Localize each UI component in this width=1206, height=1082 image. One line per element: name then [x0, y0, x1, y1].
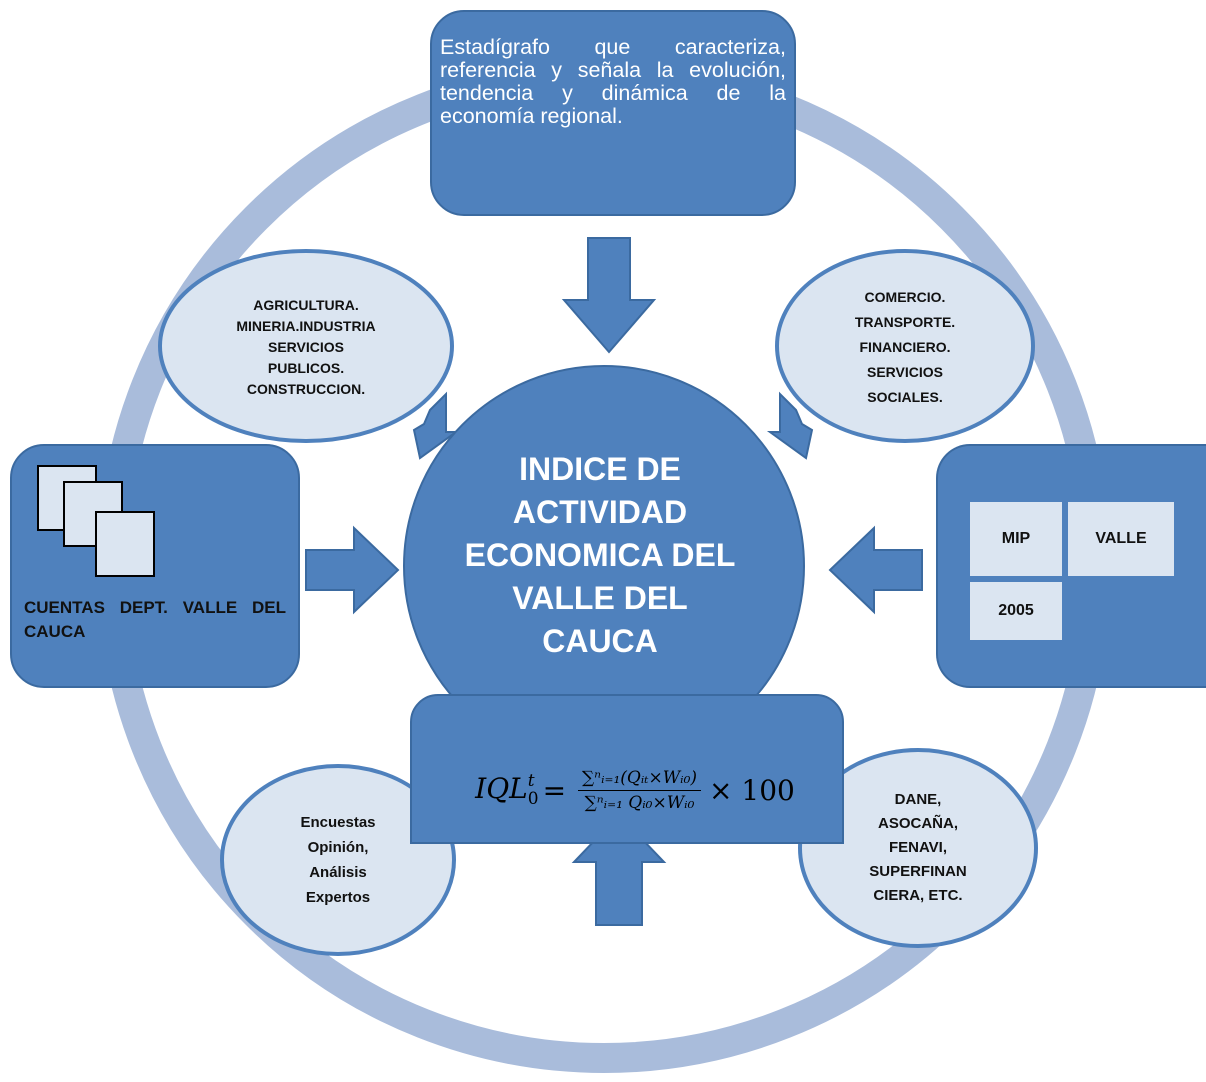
sectors-right-ellipse	[775, 249, 1035, 443]
sectors-right-text: COMERCIO. TRANSPORTE. FINANCIERO. SERVIC…	[854, 288, 956, 405]
arrow-left-icon	[828, 525, 923, 615]
formula-lhs-sup: t	[527, 771, 535, 792]
formula-numerator: ∑ⁿᵢ₌₁(Qᵢₜ×Wᵢ₀)	[578, 768, 702, 791]
formula-lhs-symbol: IQL	[475, 771, 528, 805]
formula-box	[410, 694, 844, 844]
formula-lhs-sub: 0	[527, 789, 539, 810]
description-text: Estadígrafo que caracteriza, referencia …	[440, 35, 786, 128]
accounts-label-text: CUENTAS DEPT. VALLE DEL CAUCA	[24, 598, 286, 641]
arrow-down-left-icon	[766, 391, 814, 460]
documents-icon	[37, 465, 155, 577]
sources-right-text: DANE, ASOCAÑA, FENAVI, SUPERFINAN CIERA,…	[869, 791, 967, 904]
accounts-label-suffix: .	[85, 622, 91, 641]
arrow-down-icon	[561, 237, 657, 354]
arrow-down-right-icon	[412, 391, 460, 460]
accounts-label: CUENTAS DEPT. VALLE DEL CAUCA.	[24, 596, 286, 644]
formula-fraction: ∑ⁿᵢ₌₁(Qᵢₜ×Wᵢ₀) ∑ⁿᵢ₌₁ Qᵢ₀×Wᵢ₀	[578, 768, 702, 813]
valle-cell: VALLE	[1066, 500, 1176, 578]
sectors-left-ellipse	[158, 249, 454, 443]
year-cell: 2005	[968, 580, 1064, 642]
formula-equals: =	[542, 773, 567, 807]
sources-left-text: Encuestas Opinión, Análisis Expertos	[300, 814, 376, 906]
description-box	[430, 10, 796, 216]
formula-multiplier: × 100	[709, 773, 795, 807]
sectors-left-text: AGRICULTURA. MINERIA.INDUSTRIA SERVICIOS…	[236, 296, 376, 397]
mip-cell: MIP	[968, 500, 1064, 578]
sources-left-ellipse	[220, 764, 456, 956]
arrow-right-icon	[305, 525, 400, 615]
formula-denominator: ∑ⁿᵢ₌₁ Qᵢ₀×Wᵢ₀	[584, 792, 695, 813]
sources-right-ellipse	[798, 748, 1038, 948]
center-title: INDICE DE ACTIVIDAD ECONOMICA DEL VALLE …	[464, 451, 736, 659]
